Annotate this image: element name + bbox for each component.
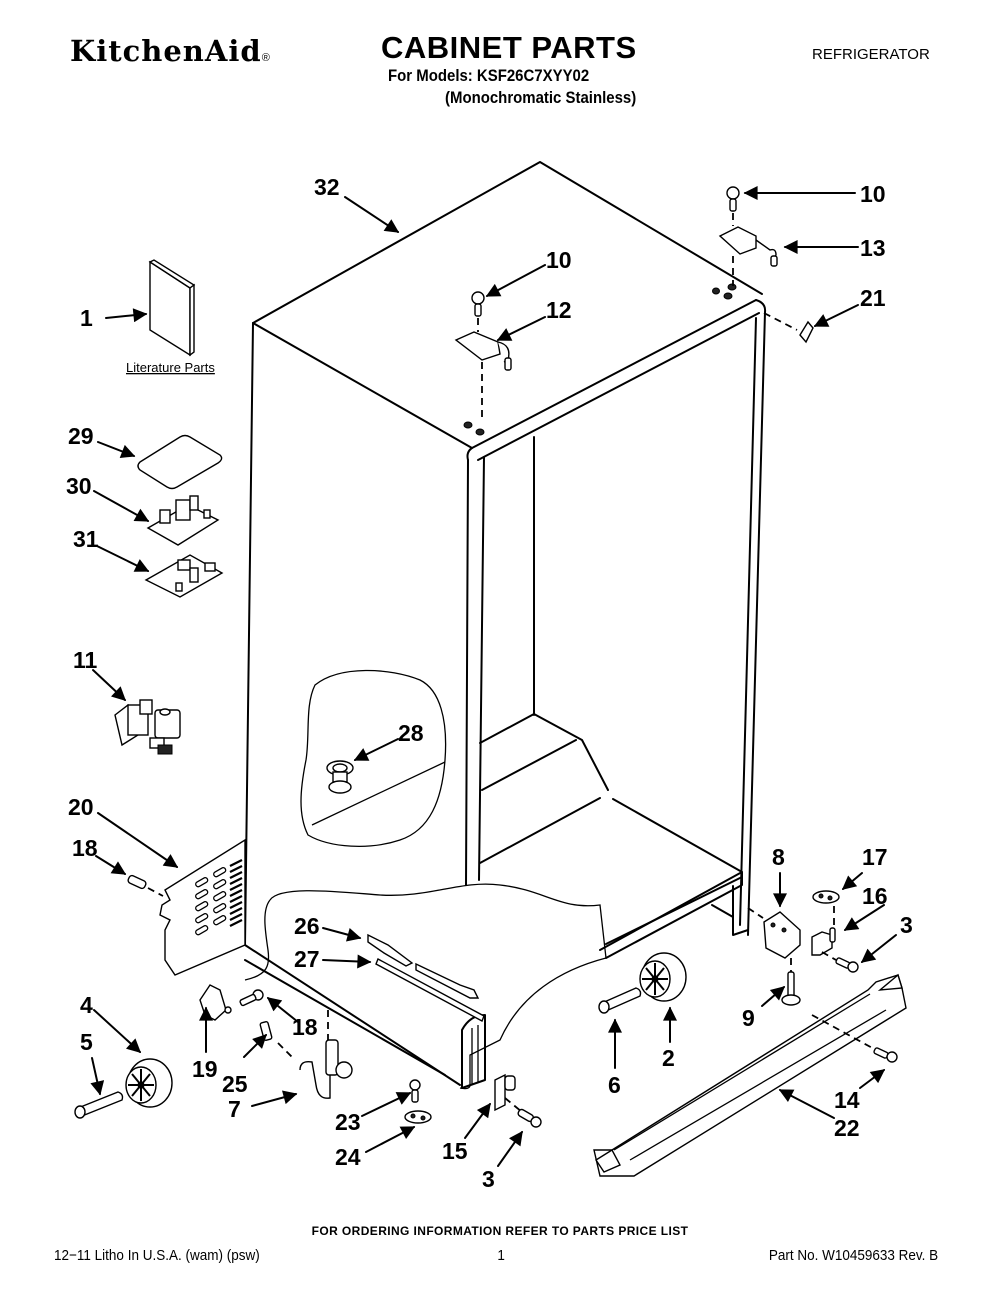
models-line: For Models: KSF26C7XYY02 [388, 66, 590, 85]
callout-6: 6 [608, 1072, 621, 1098]
callout-32: 32 [314, 174, 340, 200]
part-screw-3b[interactable] [821, 951, 859, 973]
page-number: 1 [497, 1247, 505, 1264]
callout-18-center: 18 [292, 1014, 318, 1040]
callout-30: 30 [66, 473, 92, 499]
callout-14: 14 [834, 1087, 860, 1113]
part-leveler-17[interactable] [812, 890, 840, 926]
callout-21: 21 [860, 285, 886, 311]
cabinet-shell [244, 161, 767, 1090]
part-literature[interactable] [148, 259, 196, 357]
callout-26: 26 [294, 913, 320, 939]
part-bracket-19[interactable] [199, 984, 232, 1021]
brand-logo: KitchenAid® [70, 34, 271, 68]
literature-parts-label: Literature Parts [126, 360, 215, 375]
callout-16: 16 [862, 883, 888, 909]
part-number: Part No. W10459633 Rev. B [768, 1247, 938, 1264]
part-wheel-2[interactable] [639, 952, 687, 1002]
part-hinge-12[interactable] [454, 331, 512, 420]
part-screw-25[interactable] [259, 1021, 296, 1061]
page-title: CABINET PARTS [381, 30, 637, 65]
brand-name: KitchenAid [70, 34, 262, 68]
callout-1: 1 [80, 305, 93, 331]
callout-11: 11 [73, 647, 98, 673]
leader-lines [90, 186, 897, 1167]
product-type: REFRIGERATOR [812, 46, 930, 63]
part-screw-10b[interactable] [726, 186, 740, 226]
part-screw-14[interactable] [811, 1014, 898, 1063]
part-base-grille-22[interactable] [593, 973, 907, 1177]
callout-labels: 32 1 Literature Parts 10 12 10 13 21 29 … [66, 174, 913, 1192]
callout-3-right: 3 [900, 912, 913, 938]
callout-12: 12 [546, 297, 572, 323]
part-power-board[interactable] [146, 495, 220, 546]
part-wheel-4[interactable] [125, 1058, 173, 1108]
part-screw-18a[interactable] [127, 874, 164, 897]
callout-23: 23 [335, 1109, 361, 1135]
callout-4: 4 [80, 992, 93, 1018]
print-info: 12−11 Litho In U.S.A. (wam) (psw) [54, 1247, 260, 1264]
callout-31: 31 [73, 526, 99, 552]
callout-29: 29 [68, 423, 94, 449]
part-bracket-16[interactable] [811, 927, 836, 956]
callout-2: 2 [662, 1045, 675, 1071]
part-screw-23[interactable] [409, 1079, 421, 1103]
callout-13: 13 [860, 235, 886, 261]
finish-line: (Monochromatic Stainless) [445, 88, 637, 107]
callout-20: 20 [68, 794, 94, 820]
ordering-note: FOR ORDERING INFORMATION REFER TO PARTS … [311, 1224, 689, 1238]
part-access-panel[interactable] [159, 838, 246, 976]
part-water-valve[interactable] [114, 699, 181, 755]
part-bracket-15[interactable] [494, 1073, 523, 1113]
part-hinge-bracket-8[interactable] [747, 907, 801, 959]
part-drain-tube[interactable] [299, 1010, 353, 1099]
part-screw-3a[interactable] [517, 1108, 542, 1128]
callout-9: 9 [742, 1005, 755, 1031]
callout-15: 15 [442, 1138, 468, 1164]
callout-3-bottom: 3 [482, 1166, 495, 1192]
callout-22: 22 [834, 1115, 860, 1141]
callout-25: 25 [222, 1071, 248, 1097]
part-axle-5[interactable] [74, 1091, 124, 1119]
part-axle-6[interactable] [598, 987, 642, 1014]
part-tube-26[interactable] [367, 933, 480, 999]
callout-10-top: 10 [546, 247, 572, 273]
callout-27: 27 [294, 946, 320, 972]
callout-8: 8 [772, 844, 785, 870]
part-leveler-24[interactable] [404, 1110, 432, 1124]
callout-18-left: 18 [72, 835, 98, 861]
part-control-board[interactable] [144, 554, 224, 598]
part-board-cover[interactable] [137, 434, 223, 490]
callout-5: 5 [80, 1029, 93, 1055]
part-cap-21[interactable] [763, 312, 814, 344]
part-pin-9[interactable] [781, 958, 801, 1006]
callout-17: 17 [862, 844, 888, 870]
callout-28: 28 [398, 720, 424, 746]
part-grommet-28[interactable] [326, 760, 354, 794]
part-hinge-13[interactable] [718, 226, 778, 286]
top-holes [463, 283, 737, 436]
callout-19: 19 [192, 1056, 218, 1082]
part-screw-18b[interactable] [239, 989, 264, 1007]
part-screw-10a[interactable] [471, 291, 485, 332]
callout-7: 7 [228, 1096, 241, 1122]
callout-24: 24 [335, 1144, 361, 1170]
registered-mark: ® [261, 52, 271, 64]
part-rod-27[interactable] [375, 958, 485, 1022]
callout-10-right: 10 [860, 181, 886, 207]
